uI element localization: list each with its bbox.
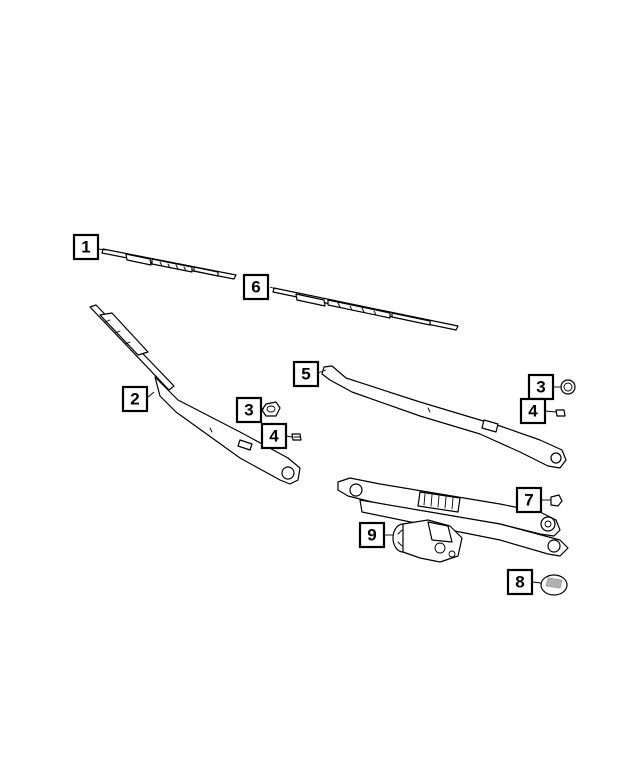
callout-2-label: 2 — [130, 390, 139, 409]
callout-3-right-label: 3 — [536, 378, 545, 397]
wiper-arm-left[interactable] — [89, 304, 301, 485]
callout-6: 6 — [242, 273, 270, 301]
callout-9-label: 9 — [367, 526, 376, 545]
callout-9: 9 — [358, 521, 386, 549]
wiper-blade-left[interactable] — [101, 248, 237, 280]
callout-3-left: 3 — [235, 396, 263, 424]
grommet[interactable] — [540, 574, 568, 596]
callout-5-label: 5 — [301, 365, 310, 384]
callout-4-left-label: 4 — [269, 427, 279, 446]
callout-5: 5 — [292, 360, 320, 388]
callout-2: 2 — [121, 385, 149, 413]
nut-left[interactable] — [261, 401, 281, 417]
nut-right[interactable] — [560, 379, 576, 395]
cap-right[interactable] — [555, 409, 566, 417]
callout-4-left: 4 — [260, 422, 288, 450]
nut-linkage[interactable] — [550, 494, 563, 507]
callout-7: 7 — [515, 486, 543, 514]
callout-4-right-label: 4 — [528, 402, 538, 421]
callout-3-right: 3 — [527, 373, 555, 401]
callout-4-right: 4 — [519, 397, 547, 425]
wiper-blade-right[interactable] — [272, 287, 459, 331]
callout-8-label: 8 — [515, 573, 524, 592]
callout-3-left-label: 3 — [244, 401, 253, 420]
callout-8: 8 — [506, 568, 534, 596]
cap-left[interactable] — [291, 433, 302, 441]
callout-7-label: 7 — [524, 491, 533, 510]
callout-1: 1 — [72, 233, 100, 261]
callout-1-label: 1 — [81, 238, 90, 257]
wiper-motor-linkage[interactable] — [337, 477, 569, 563]
callout-6-label: 6 — [251, 278, 260, 297]
wiper-arm-right[interactable] — [321, 365, 567, 469]
